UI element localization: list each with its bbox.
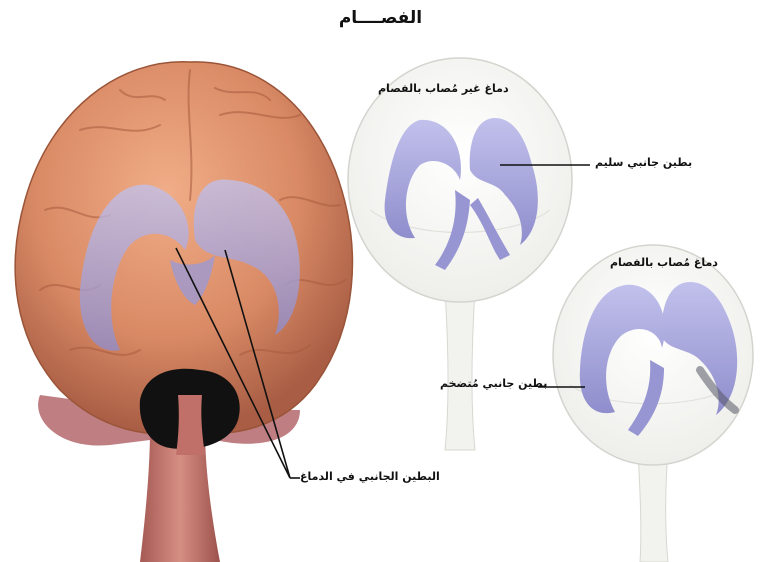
page-title: الفصــــام (0, 8, 761, 28)
affected-brain-label: دماغ مُصاب بالفصام (610, 256, 718, 269)
enlarged-ventricle-label: بطين جانبي مُتضخم (440, 377, 547, 390)
affected-stem (638, 450, 668, 562)
stem-core (176, 395, 205, 455)
healthy-ventricle-label: بطين جانبي سليم (595, 156, 692, 169)
healthy-stem (445, 290, 475, 450)
main-brain (15, 62, 352, 562)
healthy-brain-label: دماغ غير مُصاب بالفصام (378, 82, 509, 95)
main-ventricle-label: البطين الجانبي في الدماغ (300, 470, 440, 483)
affected-brain (538, 245, 753, 562)
healthy-brain (348, 58, 590, 450)
